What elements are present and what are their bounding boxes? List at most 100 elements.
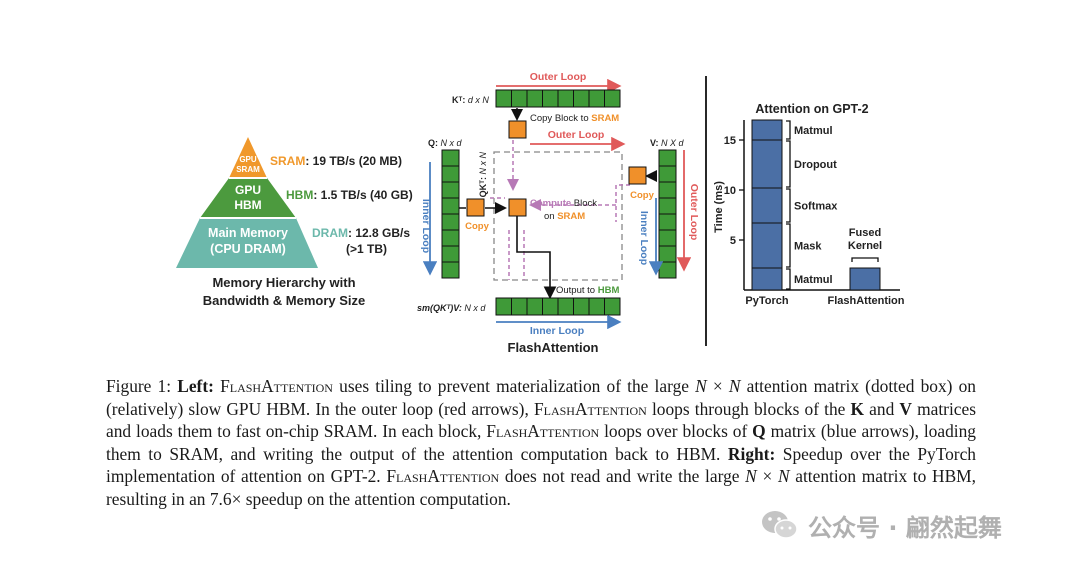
pyramid-tier-sram <box>229 137 267 178</box>
output-path <box>516 216 557 300</box>
segment-bracket <box>786 223 791 268</box>
bar-segment-matmul <box>751 267 783 291</box>
out-cell <box>526 297 543 316</box>
chart-segment-labels: MatmulMaskSoftmaxDropoutMatmulFusedKerne… <box>786 120 882 290</box>
pyramid-tier-hbm <box>200 178 296 218</box>
q-sram-block <box>466 198 485 217</box>
caption-method-2: FlashAttention <box>533 398 647 419</box>
q-cell <box>441 261 460 279</box>
copy-left-label: Copy <box>465 221 489 232</box>
v-matrix <box>658 149 677 279</box>
kt-cell <box>526 89 543 108</box>
q-matrix <box>441 149 460 279</box>
purple-dashed-h2 <box>615 184 630 222</box>
x-tick-flashattention: FlashAttention <box>828 295 905 307</box>
bar-segment-fused-kernel <box>849 267 881 291</box>
y-tick-label: 10 <box>724 185 736 197</box>
v-cell <box>658 213 677 231</box>
watermark-text: 公众号 · 翩然起舞 <box>808 513 1002 542</box>
segment-label: Matmul <box>794 274 833 286</box>
out-cell <box>557 297 574 316</box>
compute-label-2: on SRAM <box>544 211 585 222</box>
kt-cell <box>557 89 574 108</box>
q-label: Q: N x d <box>428 138 463 148</box>
tier-label-hbm-2: HBM <box>234 198 261 212</box>
chart-ylabel: Time (ms) <box>713 181 725 233</box>
kt-cell <box>588 89 605 108</box>
segment-label: Mask <box>794 241 822 253</box>
v-cell <box>658 181 677 199</box>
q-cell <box>441 149 460 167</box>
segment-bracket <box>786 188 791 223</box>
copy-right-label: Copy <box>630 190 654 201</box>
q-cell <box>441 165 460 183</box>
caption-figure-label: Figure 1: <box>106 376 178 396</box>
q-cell <box>441 245 460 263</box>
memory-pyramid: GPU SRAM GPU HBM Main Memory (CPU DRAM) … <box>176 137 413 308</box>
chart-title: Attention on GPT-2 <box>755 102 868 116</box>
x-tick-pytorch: PyTorch <box>745 295 788 307</box>
kt-label: Kᵀ: d x N <box>452 95 489 105</box>
spec-sram: SRAM: 19 TB/s (20 MB) <box>270 154 402 168</box>
tier-label-dram-2: (CPU DRAM) <box>210 242 286 256</box>
compute-block <box>508 198 527 217</box>
segment-bracket <box>786 268 791 290</box>
pyramid-caption-2: Bandwidth & Memory Size <box>203 293 366 308</box>
v-cell <box>658 261 677 279</box>
fused-kernel-label: Fused <box>849 227 881 239</box>
tier-label-hbm-1: GPU <box>235 183 261 197</box>
figure-caption: Figure 1: Left: FlashAttention uses tili… <box>106 376 977 509</box>
q-cell <box>441 197 460 215</box>
tier-label-sram-1: GPU <box>239 155 257 164</box>
v-cell <box>658 229 677 247</box>
out-cell <box>542 297 559 316</box>
segment-bracket <box>786 120 791 140</box>
out-cell <box>588 297 605 316</box>
out-label: sm(QKᵀ)V: N x d <box>417 303 486 313</box>
kt-cell <box>542 89 559 108</box>
v-cell <box>658 149 677 167</box>
kt-matrix <box>495 89 621 108</box>
caption-left-label: Left: <box>177 376 214 396</box>
kt-cell <box>573 89 590 108</box>
out-cell <box>573 297 590 316</box>
fused-kernel-label: Kernel <box>848 240 882 252</box>
kt-sram-block <box>508 120 527 139</box>
flashattention-diagram: Outer Loop Kᵀ: d x N Copy Block to SRAM … <box>417 71 700 355</box>
out-cell <box>495 297 512 316</box>
v-cell <box>658 245 677 263</box>
caption-method-3: FlashAttention <box>486 421 600 442</box>
bar-segment-matmul <box>751 119 783 141</box>
segment-label: Dropout <box>794 159 837 171</box>
q-cell <box>441 181 460 199</box>
segment-bracket <box>786 140 791 188</box>
kt-cell <box>495 89 512 108</box>
compute-label-1: Compute Block <box>530 198 597 209</box>
output-label: Output to HBM <box>556 285 619 296</box>
caption-right-label: Right: <box>727 443 776 464</box>
inner-loop-bottom-label: Inner Loop <box>530 325 584 337</box>
wechat-icon <box>762 511 798 539</box>
v-sram-block <box>628 166 647 185</box>
bar-segment-softmax <box>751 187 783 224</box>
segment-label: Matmul <box>794 125 833 137</box>
kt-cell <box>511 89 528 108</box>
watermark: 公众号 · 翩然起舞 <box>760 505 1060 545</box>
inner-loop-right-label: Inner Loop <box>638 211 650 265</box>
caption-method-4: FlashAttention <box>386 466 500 487</box>
segment-label: Softmax <box>794 201 838 213</box>
bar-segment-dropout <box>751 139 783 189</box>
chart-bars <box>751 119 881 291</box>
out-cell <box>511 297 528 316</box>
pyramid-tier-dram <box>176 218 318 268</box>
spec-dram: DRAM: 12.8 GB/s <box>312 226 410 240</box>
v-label: V: N X d <box>650 138 685 148</box>
output-matrix <box>495 297 621 316</box>
kt-cell <box>604 89 621 108</box>
q-cell <box>441 229 460 247</box>
caption-method-1: FlashAttention <box>220 376 333 396</box>
